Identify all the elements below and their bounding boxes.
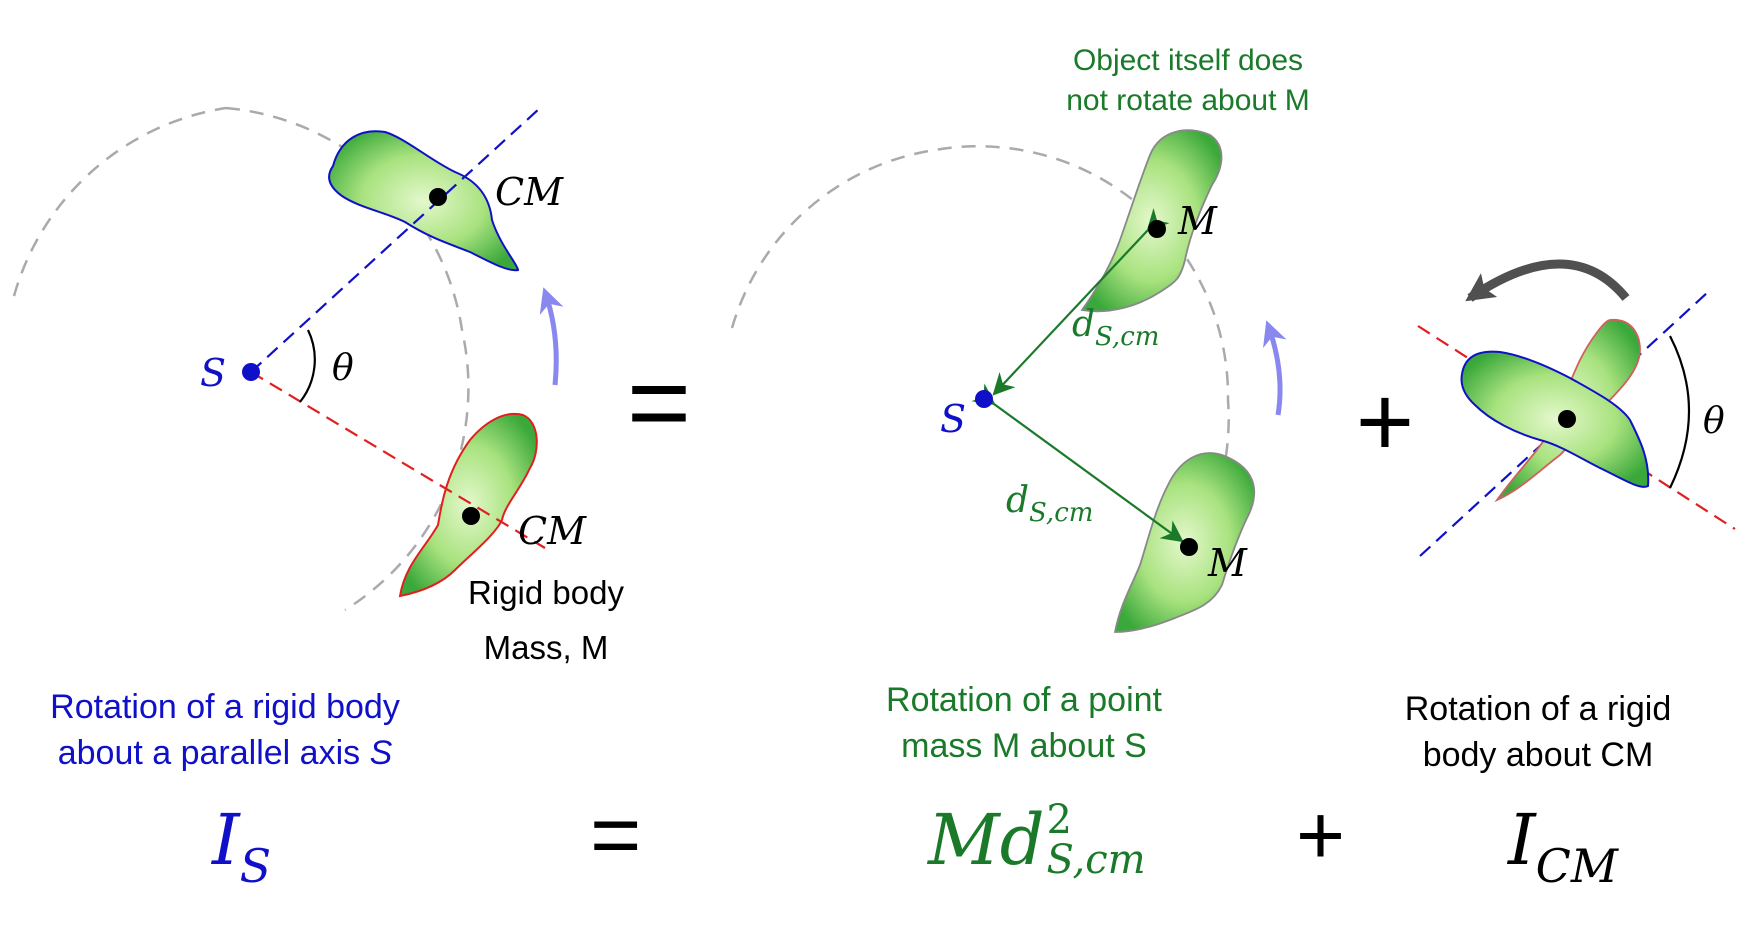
caption-left-line2-symbol: S bbox=[369, 734, 393, 772]
equation-lhs: IS bbox=[212, 800, 271, 906]
equation-term1-sub: S,cm bbox=[1046, 837, 1146, 883]
cm-point-bottom bbox=[462, 507, 480, 525]
caption-left-line1: Rotation of a rigid body bbox=[50, 688, 400, 726]
equation-term2: ICM bbox=[1508, 800, 1618, 906]
caption-middle-line1: Rotation of a point bbox=[886, 681, 1162, 719]
caption-right-line1: Rotation of a rigid bbox=[1404, 690, 1672, 728]
cm-label-top: CM bbox=[495, 170, 564, 214]
note-line-2: not rotate about M bbox=[1066, 84, 1310, 117]
distance-label-top-d: d bbox=[1072, 304, 1095, 345]
middle-rotation-circle bbox=[730, 145, 1230, 561]
left-rotation-arrow bbox=[539, 287, 564, 386]
equation-plus: + bbox=[1296, 788, 1346, 882]
rigid-body-top-shape bbox=[328, 130, 520, 272]
mass-point-bottom bbox=[1180, 538, 1198, 556]
distance-arrow-bottom bbox=[971, 383, 1184, 543]
equation-term1-mass: M bbox=[928, 799, 1000, 881]
distance-label-top: dS,cm bbox=[1072, 304, 1159, 352]
distance-arrow-top bbox=[992, 208, 1170, 396]
equation-term2-symbol: I bbox=[1508, 799, 1536, 881]
rigid-body-bottom-shape bbox=[398, 412, 538, 598]
middle-rotation-arrow bbox=[1263, 320, 1287, 416]
mass-label-bottom: M bbox=[1207, 541, 1248, 585]
equation-lhs-symbol: I bbox=[212, 799, 240, 881]
left-rotation-circle bbox=[12, 106, 470, 612]
equation-lhs-sub: S bbox=[239, 839, 272, 893]
equation-term1-distance: d bbox=[999, 799, 1045, 881]
caption-left-line2-text: about a parallel axis bbox=[57, 734, 370, 772]
cm-point-top bbox=[429, 188, 447, 206]
left-angle-arc bbox=[299, 329, 316, 403]
left-panel: S θ CM CM Rigid body Mass, M bbox=[12, 106, 624, 666]
equation-equals: = bbox=[590, 785, 642, 884]
mass-label-top: M bbox=[1177, 199, 1218, 243]
rigid-body-name: Rigid body bbox=[468, 574, 624, 611]
middle-axis-label: S bbox=[940, 397, 966, 441]
distance-label-bottom: dS,cm bbox=[1006, 480, 1093, 528]
cm-label-bottom: CM bbox=[518, 509, 587, 553]
equation-term1-sup: 2 bbox=[1046, 797, 1072, 843]
caption-middle: Rotation of a point mass M about S bbox=[824, 677, 1224, 769]
rigid-body-mass: Mass, M bbox=[484, 629, 609, 666]
rotation-arrow-dark bbox=[1465, 259, 1630, 302]
rotated-body-blue-shape bbox=[1460, 350, 1650, 488]
right-angle-arc bbox=[1669, 335, 1690, 489]
caption-left: Rotation of a rigid body about a paralle… bbox=[0, 684, 450, 776]
right-cm-point bbox=[1558, 410, 1576, 428]
left-axis-point-s bbox=[242, 363, 260, 381]
middle-panel: Object itself does not rotate about M S … bbox=[730, 44, 1310, 633]
left-axis-label: S bbox=[200, 351, 226, 395]
caption-right: Rotation of a rigid body about CM bbox=[1358, 686, 1718, 778]
caption-right-line2: body about CM bbox=[1422, 736, 1654, 774]
distance-label-bottom-d: d bbox=[1006, 480, 1029, 521]
right-angle-label: θ bbox=[1703, 401, 1725, 442]
mass-point-top bbox=[1148, 220, 1166, 238]
caption-middle-line2: mass M about S bbox=[901, 727, 1147, 765]
caption-left-line2: about a parallel axis S bbox=[0, 730, 450, 776]
equation-term2-sub: CM bbox=[1535, 839, 1618, 893]
right-panel: θ bbox=[1417, 259, 1736, 557]
note-line-1: Object itself does bbox=[1073, 44, 1303, 77]
distance-label-bottom-sub: S,cm bbox=[1029, 498, 1093, 528]
middle-axis-point-s bbox=[975, 390, 993, 408]
left-angle-label: θ bbox=[332, 348, 354, 389]
panel-equals-sign: = bbox=[627, 341, 691, 464]
panel-plus-sign: + bbox=[1356, 366, 1414, 478]
distance-label-top-sub: S,cm bbox=[1095, 322, 1159, 352]
